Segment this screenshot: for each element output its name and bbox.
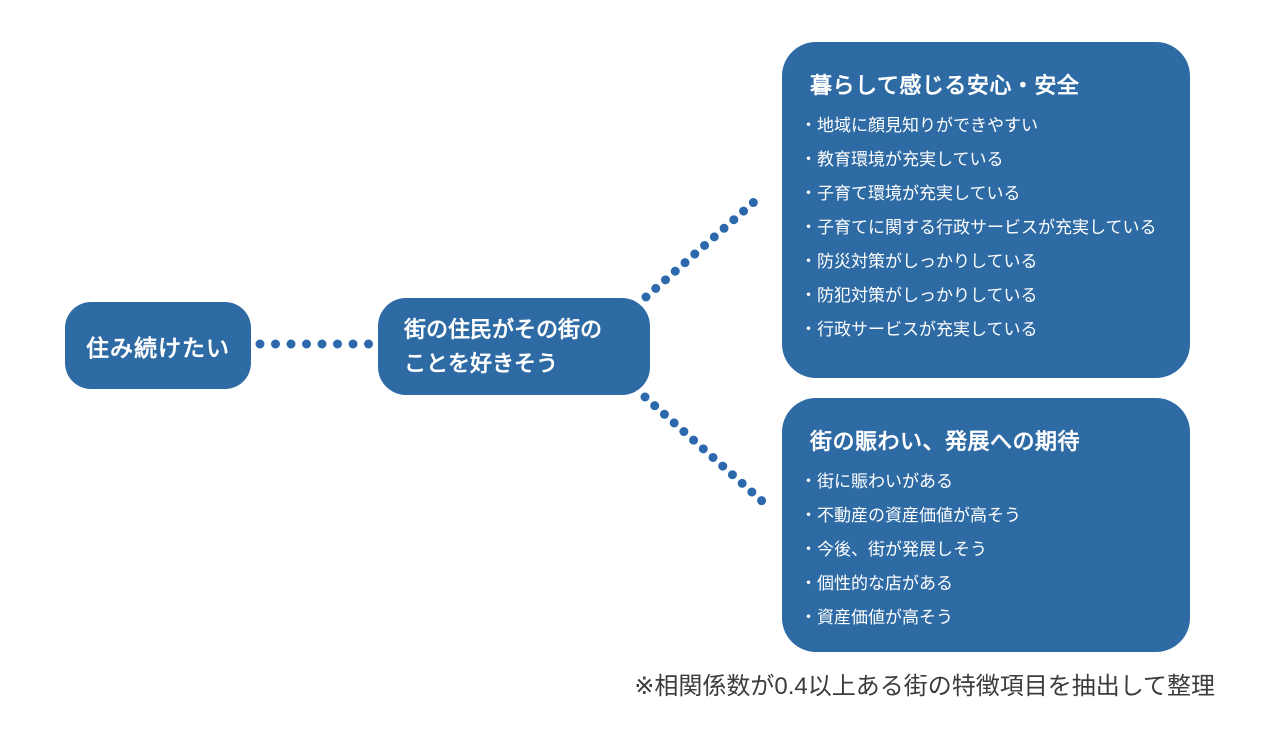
list-item: ・資産価値が高そう (800, 608, 953, 627)
panel-vitality-list: ・街に賑わいがある・不動産の資産価値が高そう・今後、街が発展しそう・個性的な店が… (800, 472, 1178, 627)
panel-safety-security: 暮らして感じる安心・安全 ・地域に顔見知りができやすい・教育環境が充実している・… (782, 42, 1190, 378)
panel-safety-list: ・地域に顔見知りができやすい・教育環境が充実している・子育て環境が充実している・… (800, 116, 1178, 339)
node-keep-living-label: 住み続けたい (86, 334, 230, 361)
list-item: ・教育環境が充実している (800, 150, 1004, 169)
list-item: ・街に賑わいがある (800, 472, 953, 491)
list-item: ・子育て環境が充実している (800, 184, 1021, 203)
list-item: ・行政サービスが充実している (800, 320, 1038, 339)
list-item: ・不動産の資産価値が高そう (800, 506, 1021, 525)
node-keep-living: 住み続けたい (65, 302, 251, 389)
panel-vitality-title: 街の賑わい、発展への期待 (810, 429, 1081, 454)
panel-vitality-development: 街の賑わい、発展への期待 ・街に賑わいがある・不動産の資産価値が高そう・今後、街… (782, 398, 1190, 652)
list-item: ・防災対策がしっかりしている (800, 252, 1038, 271)
node-residents-like-town: 街の住民がその街の ことを好きそう (378, 298, 650, 395)
correlation-footnote: ※相関係数が0.4以上ある街の特徴項目を抽出して整理 (634, 673, 1215, 700)
panel-safety-title: 暮らして感じる安心・安全 (810, 73, 1080, 98)
list-item: ・地域に顔見知りができやすい (800, 116, 1038, 135)
connector-mediator-vitality (640, 392, 767, 506)
list-item: ・今後、街が発展しそう (800, 540, 987, 559)
connector-mediator-safety (641, 189, 768, 302)
list-item: ・子育てに関する行政サービスが充実している (800, 218, 1157, 237)
list-item: ・個性的な店がある (800, 574, 953, 593)
list-item: ・防犯対策がしっかりしている (800, 286, 1038, 305)
node-residents-like-town-label: 街の住民がその街の ことを好きそう (404, 317, 603, 376)
